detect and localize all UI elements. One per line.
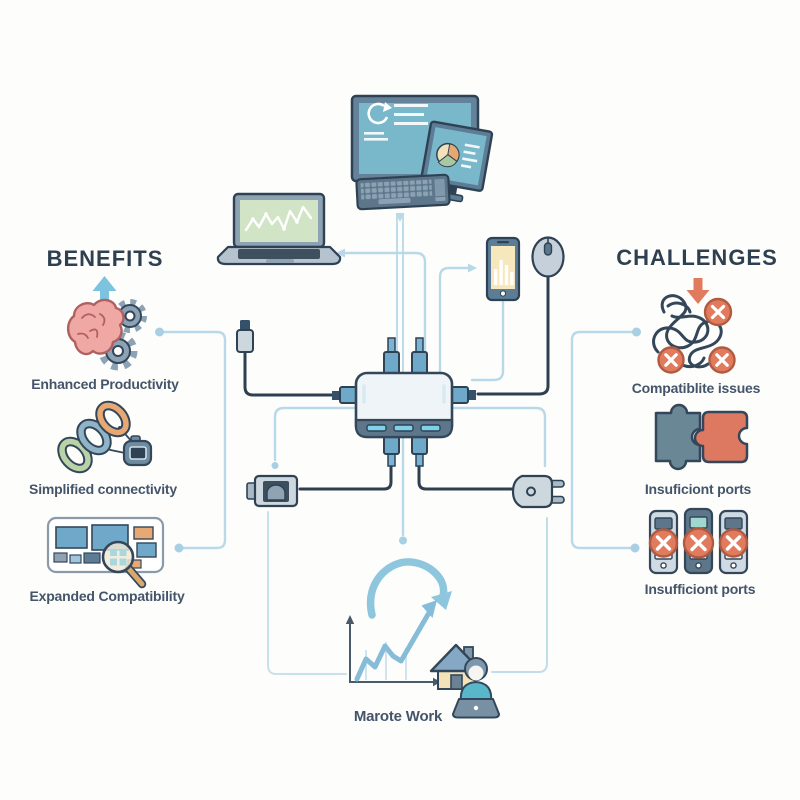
benefit-label-simplified-connectivity: Simplified connectivity (29, 481, 177, 497)
benefits-title: BENEFITS (46, 246, 164, 271)
ethernet-cable (298, 463, 393, 491)
challenge-label-compatibility-issues: Compatiblite issues (631, 380, 761, 396)
blocked-ports-icon (648, 507, 749, 575)
cycle-arrow-icon (366, 558, 452, 619)
tangled-cables-icon (652, 294, 736, 374)
power-cable (417, 463, 517, 491)
challenge-down-arrow-icon (686, 278, 710, 304)
connector-lines (155, 213, 641, 675)
benefit-label-enhanced-productivity: Enhanced Productivity (31, 376, 179, 392)
ethernet-connector-icon (246, 474, 299, 508)
remote-work-label: Marote Work (353, 708, 443, 725)
usb-connector-icon (236, 320, 254, 353)
device-grid-magnifier-icon (46, 516, 165, 589)
desktop-monitors-icon (350, 94, 494, 211)
challenges-title: CHALLENGES (616, 245, 778, 270)
chain-links-icon (57, 400, 153, 474)
puzzle-pieces-icon (654, 403, 749, 471)
benefit-label-expanded-compatibility: Expanded Compatibility (29, 588, 185, 604)
cables (243, 272, 550, 491)
mouse-cable (476, 272, 550, 396)
power-plug-icon (511, 474, 565, 509)
brain-gears-icon (66, 298, 147, 371)
secondary-monitor-icon (420, 120, 494, 203)
laptop-icon (216, 192, 342, 266)
mouse-icon (531, 236, 565, 278)
challenge-label-insufficient-ports-1: Insuficiont ports (644, 481, 752, 497)
keyboard-icon (355, 173, 451, 211)
challenge-label-insufficient-ports-2: Insufficiont ports (644, 581, 756, 597)
benefit-up-arrow-icon (92, 276, 117, 303)
growth-chart-icon (345, 600, 441, 687)
smartphone-icon (485, 236, 521, 302)
remote-worker-icon (452, 657, 500, 719)
usb-cable (243, 350, 334, 397)
usb-hub-icon (332, 337, 476, 467)
